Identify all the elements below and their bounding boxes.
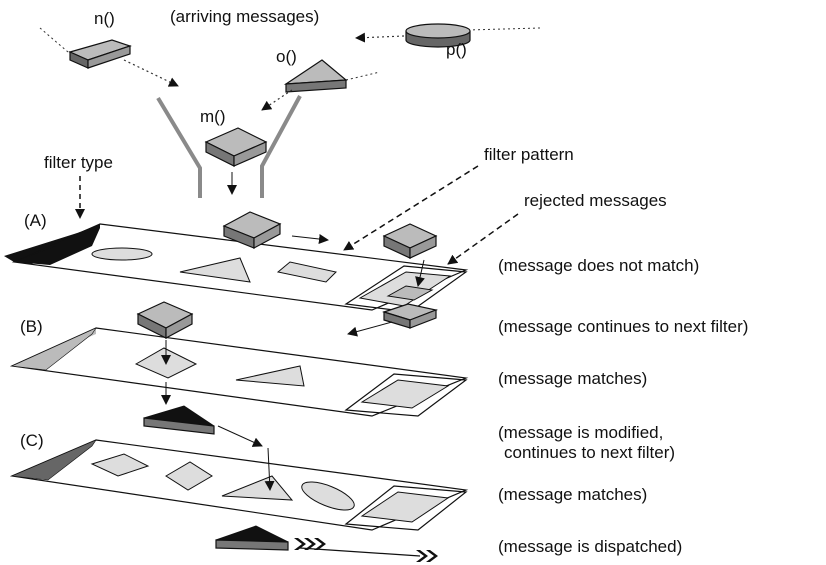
message-m: [204, 127, 268, 195]
message-m-rejected: [382, 223, 438, 287]
label-p: p(): [446, 40, 467, 59]
label-o: o(): [276, 47, 297, 66]
label-arriving: (arriving messages): [170, 7, 319, 26]
label-n: n(): [94, 9, 115, 28]
filter-a-id: (A): [24, 211, 47, 230]
status-continues: (message continues to next filter): [498, 317, 748, 336]
label-m: m(): [200, 107, 225, 126]
status-a: (message does not match): [498, 256, 699, 275]
filter-b-id: (B): [20, 317, 43, 336]
message-dispatched: [215, 525, 438, 562]
message-o: [261, 59, 381, 111]
message-m-below-a: [347, 303, 439, 337]
message-p: [355, 23, 541, 48]
filter-c: [9, 439, 469, 531]
status-dispatched: (message is dispatched): [498, 537, 682, 556]
label-filter-type: filter type: [44, 153, 113, 172]
status-c: (message matches): [498, 485, 647, 504]
status-b: (message matches): [498, 369, 647, 388]
label-filter-pattern: filter pattern: [484, 145, 574, 164]
message-m-at-b: [136, 301, 194, 405]
filter-a: [4, 223, 469, 313]
message-m-at-a: [222, 211, 329, 250]
status-modified-2: continues to next filter): [504, 443, 675, 462]
label-rejected: rejected messages: [524, 191, 667, 210]
funnel: [156, 95, 302, 198]
status-modified-1: (message is modified,: [498, 423, 663, 442]
filter-b: [9, 327, 469, 417]
message-n: [39, 27, 179, 87]
filter-c-id: (C): [20, 431, 44, 450]
message-modified: [143, 405, 263, 447]
